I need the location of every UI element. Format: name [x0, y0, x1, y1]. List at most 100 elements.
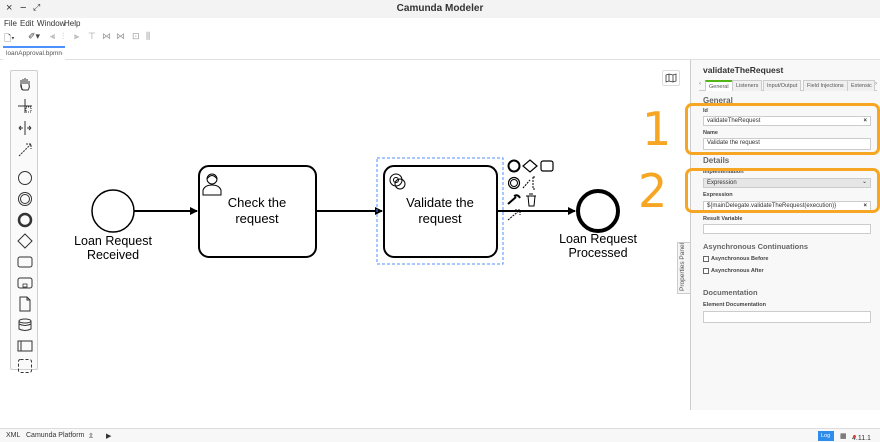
hand-tool-icon[interactable]: [15, 75, 35, 93]
append-end-event-icon[interactable]: [507, 159, 521, 173]
create-data-object-icon[interactable]: [15, 295, 35, 313]
menu-edit[interactable]: Edit: [20, 19, 34, 28]
align-center-icon[interactable]: ⫶: [62, 31, 65, 41]
change-type-wrench-icon[interactable]: [507, 194, 521, 205]
menu-bar: File Edit Window Help: [0, 18, 880, 30]
align-left-icon[interactable]: ⫷: [50, 31, 56, 41]
async-heading: Asynchronous Continuations: [703, 242, 808, 251]
maximize-window-icon[interactable]: ⤢: [33, 2, 41, 12]
create-pool-icon[interactable]: [15, 337, 35, 355]
run-icon[interactable]: ▶: [106, 433, 112, 440]
append-task-icon[interactable]: [540, 160, 554, 172]
global-connect-tool-icon[interactable]: [15, 141, 35, 159]
properties-tabs: ‹ General Listeners Input/Output Field I…: [699, 79, 877, 91]
delete-trash-icon[interactable]: [526, 193, 536, 207]
implementation-label: Implementation: [703, 169, 744, 175]
append-text-annotation-icon[interactable]: [522, 176, 536, 190]
menu-file[interactable]: File: [4, 19, 17, 28]
lasso-tool-icon[interactable]: [15, 97, 35, 115]
element-documentation-textarea[interactable]: [703, 311, 871, 323]
clear-id-icon[interactable]: ×: [863, 118, 867, 124]
image-export-icon[interactable]: ⊡: [132, 31, 140, 41]
start-event-label-line1: Loan Request: [74, 234, 152, 248]
tab-extensions[interactable]: Extensic: [847, 80, 875, 91]
properties-panel-toggle[interactable]: Properties Panel: [677, 242, 690, 294]
create-group-icon[interactable]: [15, 357, 35, 375]
create-subprocess-icon[interactable]: [15, 274, 35, 292]
async-after-checkbox[interactable]: Asynchronous After: [703, 268, 764, 274]
documentation-heading: Documentation: [703, 288, 758, 297]
context-pad: [507, 159, 554, 221]
end-event-label-line1: Loan Request: [559, 232, 637, 246]
async-before-checkbox[interactable]: Asynchronous Before: [703, 256, 768, 262]
space-tool-icon[interactable]: [15, 119, 35, 137]
connect-arrow-icon[interactable]: [507, 209, 521, 221]
tab-field-injections[interactable]: Field Injections: [803, 80, 848, 91]
close-window-icon[interactable]: ×: [6, 2, 13, 14]
implementation-select[interactable]: Expression ⌄: [703, 178, 871, 188]
create-gateway-icon[interactable]: [15, 232, 35, 250]
create-data-store-icon[interactable]: [15, 316, 35, 334]
new-file-icon[interactable]: 🗋▾: [4, 33, 15, 43]
minimize-window-icon[interactable]: −: [20, 2, 27, 14]
distribute-vertical-icon[interactable]: ⋈: [116, 31, 125, 41]
task1-label-line2: request: [235, 211, 279, 226]
create-task-icon[interactable]: [15, 253, 35, 271]
update-dot-icon: [853, 435, 856, 438]
toolbar: 🗋▾ ✐▾ ⫷ ⫶ ⫸ ⊤ ⋈ ⋈ ⊡ ⫼: [0, 30, 880, 44]
start-event[interactable]: [91, 189, 135, 233]
file-tabs: loanApproval.bpmn ○: [0, 44, 880, 60]
close-tab-icon[interactable]: ○: [59, 51, 63, 57]
distribute-horizontal-icon[interactable]: ⋈: [102, 31, 111, 41]
tab-loan-approval[interactable]: loanApproval.bpmn ○: [3, 46, 65, 60]
end-event-label-line2: Processed: [568, 246, 627, 260]
xml-format-label[interactable]: XML: [6, 432, 21, 439]
user-icon: [202, 173, 222, 196]
deploy-icon[interactable]: ⇫: [88, 433, 94, 440]
feedback-icon[interactable]: ▦: [840, 433, 847, 440]
result-variable-input[interactable]: [703, 224, 871, 234]
append-intermediate-event-inner: [510, 179, 518, 187]
bpmn-diagram: Loan Request Received Check the request …: [74, 157, 637, 265]
platform-label[interactable]: Camunda Platform: [26, 432, 85, 439]
align-top-icon[interactable]: ⊤: [88, 31, 96, 41]
highlight-box-2: [685, 168, 880, 213]
minimap-toggle[interactable]: [662, 70, 680, 86]
tab-listeners[interactable]: Listeners: [732, 80, 763, 91]
create-end-event-icon[interactable]: [15, 211, 35, 229]
chevron-down-icon: ⌄: [861, 179, 867, 185]
highlight-box-1: [685, 103, 880, 155]
task-check-the-request[interactable]: [198, 165, 317, 258]
implementation-select-value: Expression: [707, 180, 737, 186]
align-right-icon[interactable]: ⫸: [74, 31, 80, 41]
log-button[interactable]: Log: [818, 431, 834, 441]
menu-window[interactable]: Window: [37, 19, 66, 28]
create-intermediate-event-icon[interactable]: [15, 190, 35, 208]
tab-label: loanApproval.bpmn: [6, 50, 63, 57]
element-id-title: validateTheRequest: [703, 65, 784, 75]
menu-help[interactable]: Help: [64, 19, 81, 28]
clear-expression-icon[interactable]: ×: [863, 203, 867, 209]
tab-general[interactable]: General: [705, 80, 733, 91]
async-before-label: Asynchronous Before: [711, 256, 769, 262]
properties-panel-toggle-label: Properties Panel: [679, 242, 686, 291]
task-validate-the-request[interactable]: [383, 165, 498, 258]
deploy-icon[interactable]: ⫼: [146, 31, 151, 41]
append-gateway-icon[interactable]: [522, 159, 538, 173]
diagram-canvas[interactable]: Loan Request Received Check the request …: [0, 60, 690, 410]
task1-label-line1: Check the: [228, 195, 287, 210]
name-textarea[interactable]: Validate the request: [703, 138, 871, 150]
tab-input-output[interactable]: Input/Output: [763, 80, 802, 91]
create-start-event-icon[interactable]: [15, 169, 35, 187]
gear-icon: [389, 173, 406, 190]
end-event[interactable]: [576, 189, 620, 233]
annotation-number-1: 1: [642, 102, 672, 156]
tabs-scroll-left-icon[interactable]: ‹: [699, 81, 701, 87]
name-label: Name: [703, 130, 718, 136]
id-input[interactable]: validateTheRequest ×: [703, 116, 871, 126]
result-variable-label: Result Variable: [703, 216, 743, 222]
version-text: 4.11.1: [852, 435, 871, 442]
tabs-scroll-right-icon[interactable]: ›: [875, 81, 877, 87]
edit-tool-icon[interactable]: ✐▾: [28, 31, 41, 41]
title-bar: × − ⤢ Camunda Modeler: [0, 0, 880, 18]
